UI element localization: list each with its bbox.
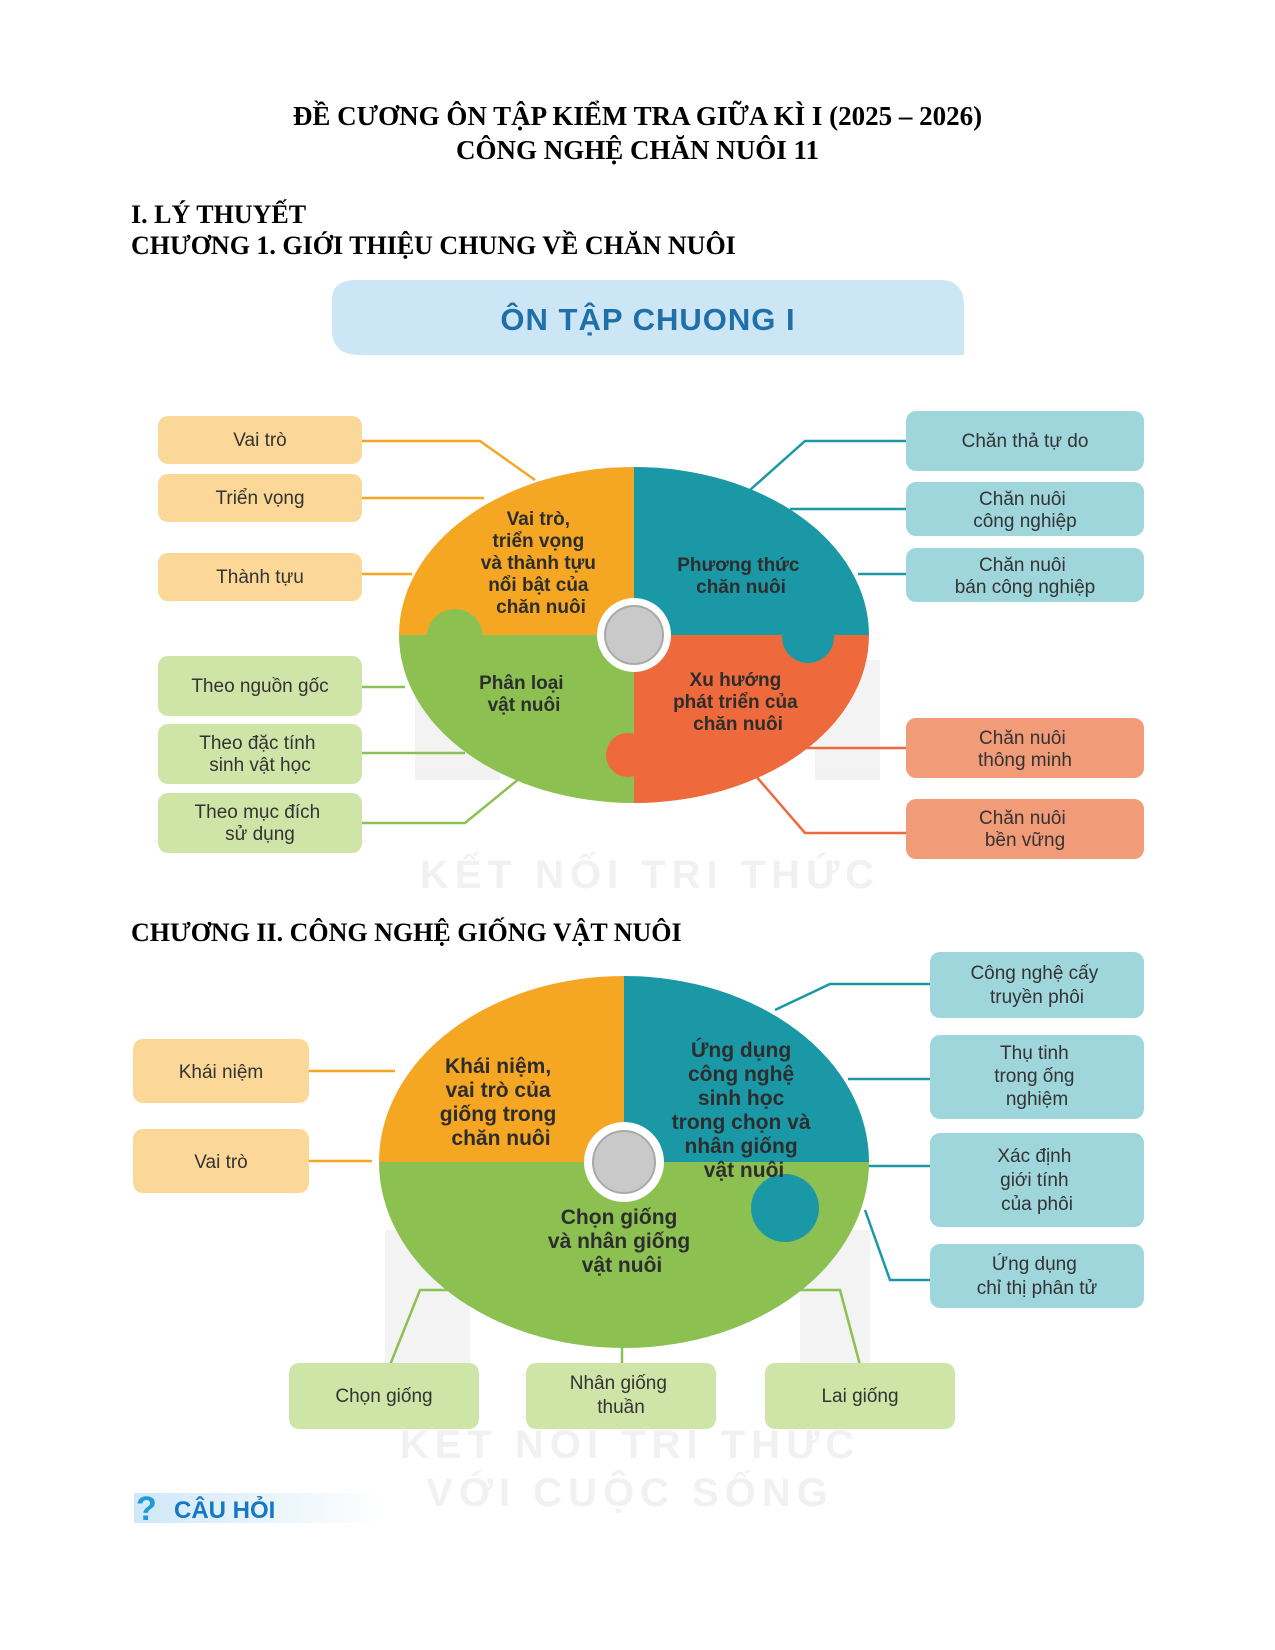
question-label: CÂU HỎI <box>174 1495 275 1524</box>
box-ivf: Thụ tinh trong ống nghiệm <box>930 1035 1144 1119</box>
red-connectors <box>754 746 908 835</box>
question-mark-icon: ? <box>136 1490 157 1528</box>
svg-text:Vai trò: Vai trò <box>233 430 287 451</box>
chapter-2-heading: CHƯƠNG II. CÔNG NGHỆ GIỐNG VẬT NUÔI <box>131 918 682 947</box>
chapter-1-banner: ÔN TẬP CHUONG I <box>332 280 964 355</box>
box-sustainable-farming: Chăn nuôi bền vững <box>906 799 1144 859</box>
svg-text:Theo nguồn gốc: Theo nguồn gốc <box>191 676 328 697</box>
core-selection-label: Chọn giống và nhân giống vật nuôi <box>548 1206 696 1277</box>
chapter-1-puzzle-circle <box>399 467 869 803</box>
svg-text:Chăn nuôi thông minh: Chăn nuôi thông minh <box>978 728 1072 771</box>
document-title-line-1: ĐỀ CƯƠNG ÔN TẬP KIỂM TRA GIỮA KÌ I (2025… <box>292 101 983 131</box>
core-methods-label: Phương thức chăn nuôi <box>677 555 805 598</box>
box-industrial: Chăn nuôi công nghiệp <box>906 482 1144 536</box>
box-prospects: Triển vọng <box>158 474 362 522</box>
banner-title: ÔN TẬP CHUONG I <box>500 301 795 337</box>
svg-text:Chăn nuôi bền vững: Chăn nuôi bền vững <box>979 808 1071 851</box>
green-connectors <box>360 685 521 825</box>
box-by-origin: Theo nguồn gốc <box>158 656 362 716</box>
box-roles: Vai trò <box>158 416 362 464</box>
svg-text:Theo đặc tính sinh vật h: Theo đặc tính sinh vật học <box>199 733 320 776</box>
box-smart-farming: Chăn nuôi thông minh <box>906 718 1144 778</box>
svg-text:Khái niệm: Khái niệm <box>179 1062 264 1083</box>
question-section-label: ? CÂU HỎI <box>134 1490 384 1528</box>
svg-text:Công nghệ cấy truyền phô: Công nghệ cấy truyền phôi <box>970 963 1103 1008</box>
box-concept: Khái niệm <box>133 1039 309 1103</box>
orange-connectors-2 <box>308 1069 395 1163</box>
svg-text:Lai giống: Lai giống <box>821 1386 898 1407</box>
svg-text:Thụ tinh trong ống: Thụ tinh trong ống nghiệm <box>994 1043 1080 1110</box>
svg-text:Ứng dụng chỉ thị phân tử: Ứng dụng chỉ thị phân tử <box>977 1253 1098 1299</box>
box-molecular-markers: Ứng dụng chỉ thị phân tử <box>930 1244 1144 1308</box>
box-by-biological-traits: Theo đặc tính sinh vật học <box>158 724 362 784</box>
core-classification-label: Phân loại vật nuôi <box>479 673 569 716</box>
svg-text:KẾT NỐI TRI THỨC: KẾT NỐI TRI THỨC <box>420 851 880 897</box>
box-purebreeding: Nhân giống thuần <box>526 1363 716 1429</box>
svg-text:Xác định giới tính: Xác định giới tính của phôi <box>997 1146 1076 1215</box>
svg-text:Vai trò: Vai trò <box>194 1152 248 1173</box>
box-embryo-transfer: Công nghệ cấy truyền phôi <box>930 952 1144 1018</box>
box-semi-industrial: Chăn nuôi bán công nghiệp <box>906 548 1144 602</box>
svg-text:Chăn nuôi bán công nghiệ: Chăn nuôi bán công nghiệp <box>955 555 1096 598</box>
orange-connectors <box>360 439 536 576</box>
box-by-purpose: Theo mục đích sử dụng <box>158 793 362 853</box>
part-heading: I. LÝ THUYẾT <box>131 200 307 229</box>
svg-text:VỚI CUỘC SỐNG: VỚI CUỘC SỐNG <box>426 1469 834 1515</box>
box-selection: Chọn giống <box>289 1363 479 1429</box>
svg-text:Nhân giống thuần: Nhân giống thuần <box>570 1373 672 1418</box>
box-free-range: Chăn thả tự do <box>906 411 1144 471</box>
chapter-1-heading: CHƯƠNG 1. GIỚI THIỆU CHUNG VỀ CHĂN NUÔI <box>131 231 736 260</box>
svg-text:Chọn giống: Chọn giống <box>335 1386 432 1407</box>
box-role: Vai trò <box>133 1129 309 1193</box>
box-crossbreeding: Lai giống <box>765 1363 955 1429</box>
svg-text:Theo mục đích sử dụng: Theo mục đích sử dụng <box>195 802 326 845</box>
svg-text:Chăn thả tự do: Chăn thả tự do <box>962 431 1089 452</box>
box-achievements: Thành tựu <box>158 553 362 601</box>
core-roles-label: Vai trò, triển vọng và thành tựu nổi bật… <box>481 509 601 618</box>
document-title-line-2: CÔNG NGHỆ CHĂN NUÔI 11 <box>455 135 820 165</box>
core-biotech-label: Ứng dụng công nghệ sinh học trong chọn v… <box>672 1038 817 1182</box>
core-concept-label: Khái niệm, vai trò của giống trong chăn … <box>440 1055 562 1150</box>
teal-connectors-2 <box>774 982 932 1282</box>
svg-text:Triển vọng: Triển vọng <box>215 488 304 509</box>
core-trends-label: Xu hướng phát triển của chăn nuôi <box>673 670 803 735</box>
box-embryo-sexing: Xác định giới tính của phôi <box>930 1133 1144 1227</box>
teal-connectors <box>749 439 908 576</box>
svg-text:Chăn nuôi công nghiệp: Chăn nuôi công nghiệp <box>973 489 1077 532</box>
svg-text:Thành tựu: Thành tựu <box>216 567 304 588</box>
chapter-2-puzzle-circle <box>379 976 869 1348</box>
